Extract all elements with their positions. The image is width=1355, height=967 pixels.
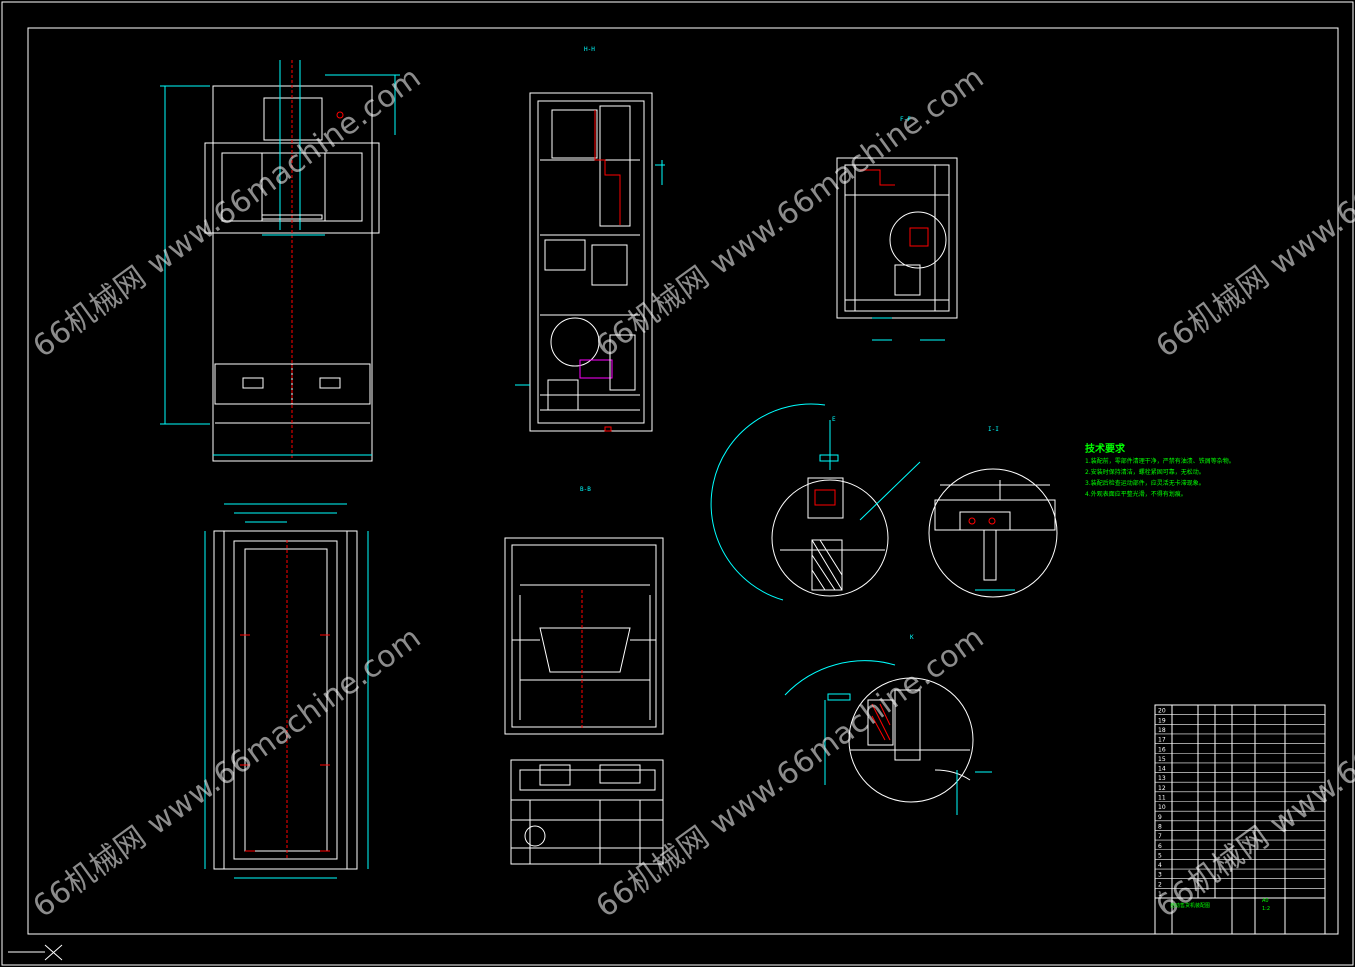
title-block-row-number: 2 [1158,881,1162,888]
detail-ii-view [928,468,1058,598]
detail-e-view [710,403,921,601]
section-label-b: B-B [580,486,591,493]
tech-requirement-line: 4.外观表面应平整光滑，不得有划痕。 [1085,491,1187,498]
title-block-row-number: 14 [1158,766,1166,773]
title-block-row-number: 20 [1158,708,1166,715]
front-view [160,60,400,462]
tech-requirement-line: 1.装配前，零部件清理干净，严禁有油渍、铁屑等杂物。 [1085,458,1235,465]
title-block-row-number: 7 [1158,833,1162,840]
plan-view [204,503,369,879]
title-block-row-number: 9 [1158,814,1162,821]
title-block-row-number: 15 [1158,756,1166,763]
section-f-view [836,157,958,341]
title-block-row-number: 1 [1158,891,1162,898]
title-block-row-number: 4 [1158,862,1162,869]
section-b-view [504,537,664,735]
title-block-row-number: 11 [1158,795,1166,802]
section-label-ii: I-I [988,426,999,433]
tech-requirements-title: 技术要求 [1085,444,1125,455]
title-block-row-number: 6 [1158,843,1162,850]
title-block-row-number: 18 [1158,727,1166,734]
corner-arrow-icon [8,944,63,961]
tech-requirement-line: 3.装配后检查运动部件，应灵活无卡滞现象。 [1085,480,1205,487]
title-block-row-number: 17 [1158,737,1166,744]
title-block-row-number: 5 [1158,852,1162,859]
title-block-row-number: 10 [1158,804,1166,811]
title-block-sheet: A0 [1262,898,1269,904]
title-block-row-number: 8 [1158,823,1162,830]
section-label-f: F-F [900,116,911,123]
title-block-row-number: 19 [1158,717,1166,724]
section-label-e: E [832,416,836,423]
inner-border [27,27,1339,935]
title-block-scale: 1:2 [1262,906,1271,912]
detail-k-view [784,660,992,815]
title-block-drawing-name: 自动售货机装配图 [1170,903,1211,909]
base-view [510,759,664,865]
tech-requirement-line: 2.安装时保持清洁，螺栓紧固可靠，无松动。 [1085,469,1205,476]
section-label-k: K [910,634,914,641]
title-block-row-number: 13 [1158,775,1166,782]
section-h-view [515,92,665,432]
title-block-row-number: 12 [1158,785,1166,792]
title-block-row-number: 16 [1158,746,1166,753]
title-block-rows: 20 19 18 17 16 15 14 13 12 11 10 9 8 7 6 5 4 3 2 1 [1155,708,1325,899]
section-label-h: H-H [584,46,595,53]
title-block-row-number: 3 [1158,872,1162,879]
